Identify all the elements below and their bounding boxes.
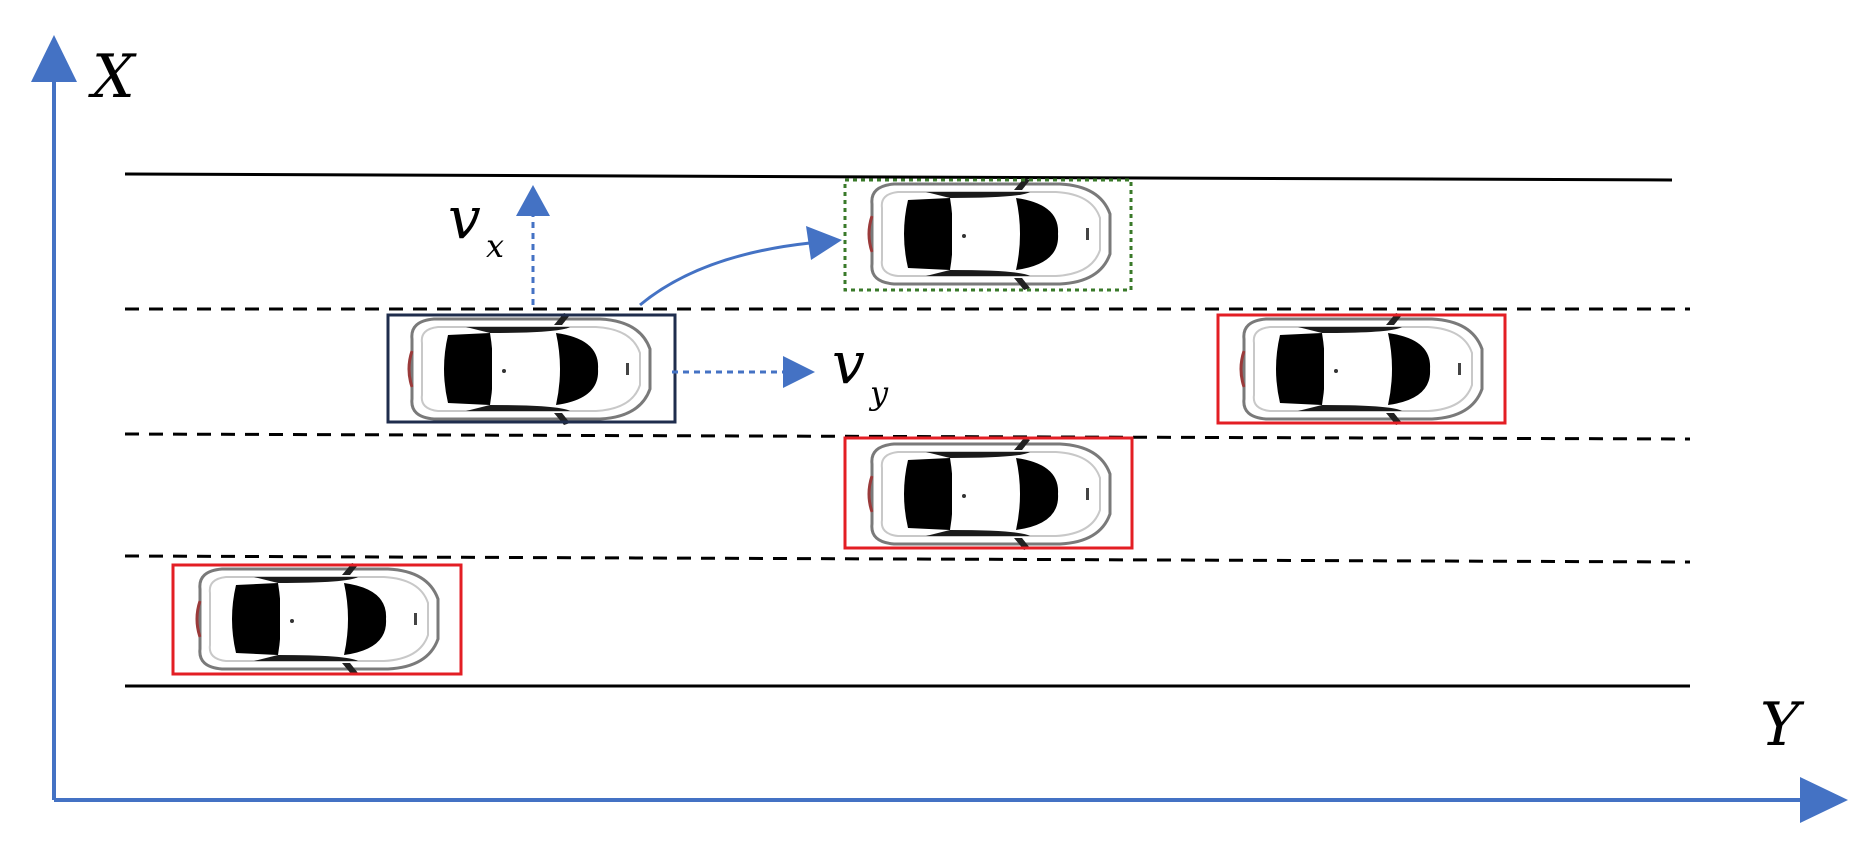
x-axis <box>31 35 77 800</box>
ego-vehicle <box>386 311 677 427</box>
lane-divider-3 <box>124 554 1691 564</box>
vy-label: v <box>832 329 865 397</box>
vy-arrowhead-icon <box>783 356 815 388</box>
vx-label: v <box>448 184 481 252</box>
vy-subscript: y <box>868 374 889 412</box>
trajectory-arrowhead-icon <box>806 226 842 260</box>
target-box <box>843 178 1133 292</box>
x-axis-label: X <box>88 42 137 112</box>
road-top-edge <box>124 172 1673 182</box>
lane-divider-2 <box>124 432 1691 441</box>
target-vehicle <box>843 176 1133 292</box>
surrounding-box <box>171 563 463 676</box>
lane-change-trajectory-arrow <box>639 226 842 307</box>
ego-box <box>386 313 677 424</box>
road <box>124 172 1691 688</box>
surrounding-vehicle-bottom-left <box>171 561 463 677</box>
surrounding-vehicle-middle <box>843 436 1134 552</box>
velocity-vy-arrow <box>672 356 815 388</box>
y-axis <box>54 777 1848 823</box>
y-axis-label: Y <box>1760 690 1805 760</box>
vx-arrowhead-icon <box>516 185 550 216</box>
vx-subscript: x <box>486 227 504 265</box>
surrounding-vehicle-front-right <box>1216 311 1507 427</box>
x-axis-arrow-icon <box>31 35 77 82</box>
velocity-vx-arrow <box>516 185 550 305</box>
y-axis-arrow-icon <box>1800 777 1848 823</box>
surrounding-box <box>843 436 1134 550</box>
surrounding-box <box>1216 313 1507 425</box>
